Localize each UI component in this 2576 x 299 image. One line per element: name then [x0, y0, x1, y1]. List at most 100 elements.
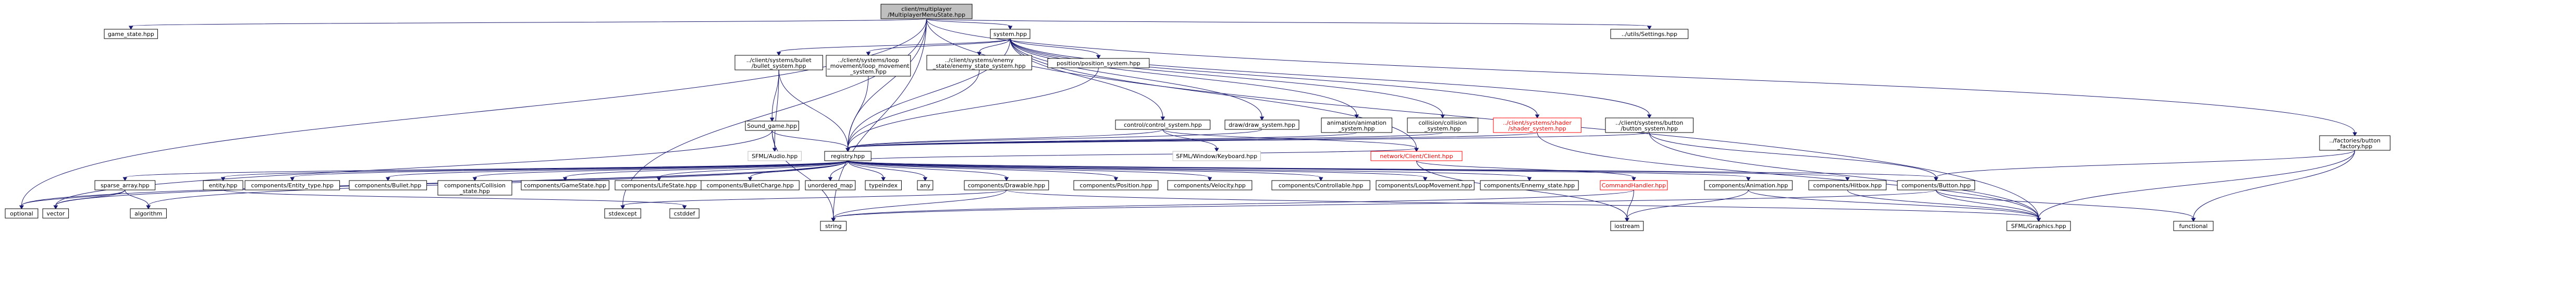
node-enemy-state[interactable]: ../client/systems/enemy_state/enemy_stat…	[926, 55, 1032, 70]
node-animation-system[interactable]: animation/animation_system.hpp	[1321, 117, 1392, 133]
edge-sparse-array-to-vector	[55, 189, 126, 206]
edge-arrowhead	[146, 205, 151, 209]
node-functional[interactable]: functional	[2173, 221, 2214, 231]
node-comp-controllable[interactable]: components/Controllable.hpp	[1271, 180, 1370, 190]
node-factories-button[interactable]: ../factories/button_factory.hpp	[2319, 135, 2390, 151]
edge-registry-to-unordered-map	[830, 160, 849, 178]
node-box	[1172, 151, 1261, 161]
node-unordered-map[interactable]: unordered_map	[805, 180, 856, 190]
edge-registry-to-typeindex	[848, 160, 884, 178]
node-label: components/Controllable.hpp	[1279, 182, 1363, 189]
node-label: string	[825, 223, 842, 230]
edge-system-to-animation-system	[1010, 38, 1357, 115]
edge-system-to-enemy-state	[979, 38, 1011, 53]
node-stdexcept[interactable]: stdexcept	[604, 208, 641, 219]
edge-arrowhead	[747, 177, 753, 181]
node-network-client[interactable]: network/Client/Client.hpp	[1370, 151, 1463, 161]
node-comp-position[interactable]: components/Position.hpp	[1073, 180, 1159, 190]
edge-system-to-bullet-system	[778, 38, 1011, 53]
node-label: functional	[2179, 223, 2208, 230]
node-registry[interactable]: registry.hpp	[824, 151, 872, 161]
edge-root-to-stdexcept	[622, 18, 927, 206]
edge-arrowhead	[122, 177, 128, 181]
node-vector[interactable]: vector	[42, 208, 69, 219]
node-comp-gamestate[interactable]: components/GameState.hpp	[521, 180, 609, 190]
node-comp-drawable[interactable]: components/Drawable.hpp	[964, 180, 1049, 190]
edge-control-system-to-registry	[848, 129, 1163, 149]
edge-collision-system-to-registry	[848, 132, 1443, 149]
node-box	[990, 29, 1031, 39]
node-label: /MultiplayerMenuState.hpp	[888, 11, 965, 18]
node-typeindex[interactable]: typeindex	[865, 180, 902, 190]
node-comp-hitbox[interactable]: components/Hitbox.hpp	[1808, 180, 1887, 190]
node-comp-enemy-state[interactable]: components/Ennemy_state.hpp	[1480, 180, 1579, 190]
node-command-handler[interactable]: CommandHandler.hpp	[1600, 180, 1668, 190]
edge-comp-animation-to-sfml-graphics	[1748, 189, 2039, 219]
node-label: ../client/systems/loop	[838, 57, 899, 64]
node-label: SFML/Window/Keyboard.hpp	[1176, 153, 1257, 160]
node-comp-bullet[interactable]: components/Bullet.hpp	[349, 180, 427, 190]
edge-network-client-to-command-handler	[1416, 160, 1634, 178]
node-comp-loopmovement[interactable]: components/LoopMovement.hpp	[1376, 180, 1475, 190]
node-sfml-audio[interactable]: SFML/Audio.hpp	[747, 151, 802, 161]
node-control-system[interactable]: control/control_system.hpp	[1115, 119, 1211, 130]
node-box	[1370, 151, 1463, 161]
node-label: components/Hitbox.hpp	[1813, 182, 1882, 189]
node-comp-velocity[interactable]: components/Velocity.hpp	[1167, 180, 1253, 190]
edge-bullet-system-to-registry	[778, 69, 849, 149]
node-label: _factory.hpp	[2337, 143, 2372, 150]
node-label: components/Drawable.hpp	[968, 182, 1045, 189]
edge-bullet-system-to-sfml-audio	[774, 69, 779, 149]
edge-arrowhead	[2191, 218, 2196, 222]
node-entity[interactable]: entity.hpp	[203, 180, 243, 190]
edge-sound-game-to-registry	[771, 130, 849, 149]
node-entity-type[interactable]: components/Entity_type.hpp	[244, 180, 340, 190]
node-label: /shader_system.hpp	[1508, 125, 1566, 132]
node-box	[1047, 58, 1150, 68]
node-box	[824, 151, 872, 161]
node-comp-lifestate[interactable]: components/LifeState.hpp	[615, 180, 703, 190]
edge-root-to-game-state	[130, 18, 927, 27]
node-root[interactable]: client/multiplayer/MultiplayerMenuState.…	[880, 4, 973, 19]
edge-arrowhead	[562, 177, 568, 181]
edge-arrowhead	[1440, 114, 1445, 118]
node-iostream[interactable]: iostream	[1610, 221, 1644, 231]
node-bullet-system[interactable]: ../client/systems/bullet/bullet_system.h…	[734, 55, 823, 70]
node-algorithm[interactable]: algorithm	[130, 208, 167, 219]
node-sparse-array[interactable]: sparse_array.hpp	[94, 180, 156, 190]
edge-arrowhead	[620, 205, 625, 209]
node-optional[interactable]: optional	[5, 208, 39, 219]
node-sfml-keyboard[interactable]: SFML/Window/Keyboard.hpp	[1172, 151, 1261, 161]
node-any[interactable]: any	[917, 180, 934, 190]
node-cstddef[interactable]: cstddef	[669, 208, 700, 219]
node-comp-bulletcharge[interactable]: components/BulletCharge.hpp	[701, 180, 800, 190]
node-sfml-graphics[interactable]: SFML/Graphics.hpp	[2006, 221, 2071, 231]
edge-sparse-array-to-optional	[21, 189, 126, 206]
node-button-system[interactable]: ../client/systems/button/button_system.h…	[1605, 117, 1694, 133]
node-comp-animation[interactable]: components/Animation.hpp	[1704, 180, 1793, 190]
node-collision-system[interactable]: collision/collision_system.hpp	[1407, 117, 1478, 133]
node-label: system.hpp	[993, 31, 1027, 38]
node-position-system[interactable]: position/position_system.hpp	[1047, 58, 1150, 68]
node-comp-button[interactable]: components/Button.hpp	[1897, 180, 1976, 190]
node-box	[104, 29, 158, 39]
node-label: CommandHandler.hpp	[1602, 182, 1666, 189]
edge-registry-to-comp-loopmovement	[848, 160, 1426, 178]
node-string[interactable]: string	[820, 221, 847, 231]
node-box	[244, 180, 340, 190]
node-settings[interactable]: ../utils/Settings.hpp	[1610, 29, 1689, 39]
edge-arrowhead	[1008, 26, 1013, 30]
edge-sparse-array-to-algorithm	[125, 189, 149, 206]
node-box	[42, 208, 69, 219]
node-label: components/Velocity.hpp	[1174, 182, 1246, 189]
node-system[interactable]: system.hpp	[990, 29, 1031, 39]
node-label: position/position_system.hpp	[1057, 60, 1140, 67]
node-shader-system[interactable]: ../client/systems/shader/shader_system.h…	[1493, 117, 1581, 133]
node-game-state[interactable]: game_state.hpp	[104, 29, 158, 39]
edge-system-to-collision-system	[1010, 38, 1443, 115]
node-comp-collision-state[interactable]: components/Collision_state.hpp	[437, 180, 512, 196]
node-loop-movement[interactable]: ../client/systems/loop_movement/loop_mov…	[826, 55, 911, 77]
node-sound-game[interactable]: Sound_game.hpp	[745, 121, 799, 131]
node-draw-system[interactable]: draw/draw_system.hpp	[1224, 119, 1299, 130]
dependency-edges	[19, 18, 2358, 222]
